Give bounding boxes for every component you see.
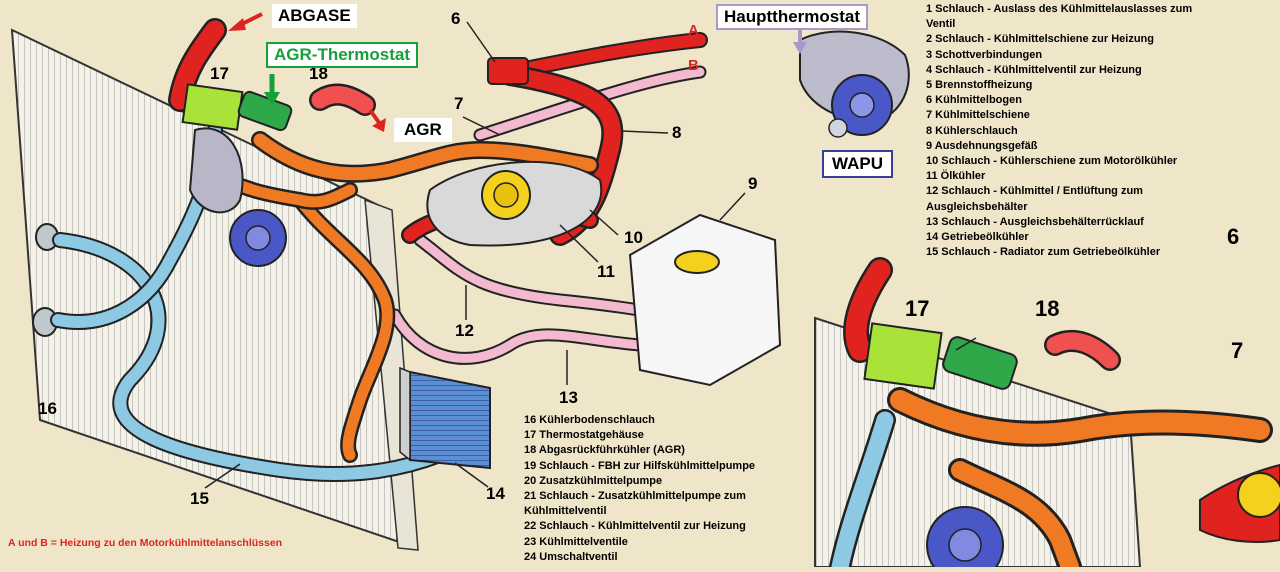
label-agr-thermostat: AGR-Thermostat: [266, 42, 419, 68]
legend-item: 1 Schlauch - Auslass des Kühlmittelausla…: [926, 3, 1193, 15]
expansion-tank-9: [628, 213, 782, 387]
legend-item: 6 Kühlmittelbogen: [926, 94, 1022, 107]
legend-item: 18 Abgasrückführkühler (AGR): [524, 444, 685, 457]
label-b: B: [688, 57, 699, 74]
legend-item: 9 Ausdehnungsgefäß: [926, 139, 1038, 152]
legend-item: 11 Ölkühler: [926, 170, 986, 183]
legend-item: Kühlmittelventil: [524, 505, 607, 518]
thermostat-housing-17: [181, 83, 244, 131]
legend-bottom: 16 Kühlerbodenschlauch 17 Thermostatgehä…: [524, 413, 755, 565]
heating-note: A und B = Heizung zu den Motorkühlmittel…: [8, 537, 283, 549]
legend-item: 23 Kühlmittelventile: [524, 535, 628, 548]
legend-right: 1 Schlauch - Auslass des Kühlmittelausla…: [926, 2, 1192, 260]
label-a: A: [688, 22, 699, 39]
egr-cooler-18: [237, 90, 293, 132]
callout-arrows: [204, 12, 977, 489]
legend-item: 3 Schottverbindungen: [926, 48, 1043, 61]
legend-item: 4 Schlauch - Kühlmittelventil zur Heizun…: [926, 63, 1142, 76]
zoom-callout-7: 7: [1231, 338, 1244, 363]
legend-item: 8 Kühlerschlauch: [926, 124, 1018, 137]
legend-item: 2 Schlauch - Kühlmittelschiene zur Heizu…: [926, 33, 1154, 46]
label-agr: AGR: [394, 118, 452, 142]
legend-item: 24 Umschaltventil: [524, 550, 618, 563]
callout-14: 14: [486, 484, 505, 503]
zoom-callout-6: 6: [1227, 224, 1240, 249]
legend-item: 21 Schlauch - Zusatzkühlmittelpumpe zum: [524, 490, 746, 503]
callout-9: 9: [748, 174, 758, 193]
callout-18: 18: [309, 64, 328, 83]
engine-housing: [188, 127, 244, 214]
label-wapu: WAPU: [822, 150, 893, 178]
callout-10: 10: [624, 228, 643, 247]
legend-item: 15 Schlauch - Radiator zum Getriebeölküh…: [926, 246, 1161, 259]
legend-item: 16 Kühlerbodenschlauch: [524, 414, 655, 426]
zoomed-view: [814, 257, 1280, 572]
legend-item: 20 Zusatzkühlmittelpumpe: [524, 474, 663, 487]
zoom-callout-17: 17: [905, 296, 930, 321]
callout-16: 16: [38, 399, 57, 418]
label-hauptthermostat: Hauptthermostat: [716, 4, 869, 30]
legend-item: 17 Thermostatgehäuse: [524, 429, 644, 442]
legend-item: Ventil: [926, 18, 956, 31]
callout-17: 17: [210, 64, 229, 83]
legend-item: 7 Kühlmittelschiene: [926, 109, 1030, 122]
callout-8: 8: [672, 123, 682, 142]
legend-item: 10 Schlauch - Kühlerschiene zum Motorölk…: [926, 155, 1178, 168]
legend-item: 13 Schlauch - Ausgleichsbehälterrücklauf: [926, 215, 1144, 228]
legend-item: 22 Schlauch - Kühlmittelventil zur Heizu…: [524, 520, 746, 533]
callout-6: 6: [451, 9, 461, 28]
transmission-oil-cooler-14: [409, 370, 491, 470]
callout-12: 12: [455, 321, 474, 340]
expansion-tank-cap: [674, 250, 720, 274]
callout-7: 7: [454, 94, 464, 113]
legend-item: 14 Getriebeölkühler: [926, 231, 1029, 244]
callout-11: 11: [597, 262, 615, 281]
legend-item: 5 Brennstoffheizung: [926, 79, 1033, 92]
callout-15: 15: [190, 489, 209, 508]
callout-13: 13: [559, 388, 578, 407]
label-abgase: ABGASE: [272, 4, 357, 28]
legend-item: Ausgleichsbehälter: [926, 200, 1028, 213]
legend-item: 19 Schlauch - FBH zur Hilfskühlmittelpum…: [524, 459, 756, 472]
coolant-bend-6: [487, 57, 529, 85]
legend-item: 12 Schlauch - Kühlmittel / Entlüftung zu…: [926, 185, 1143, 198]
zoom-callout-18: 18: [1035, 296, 1060, 321]
